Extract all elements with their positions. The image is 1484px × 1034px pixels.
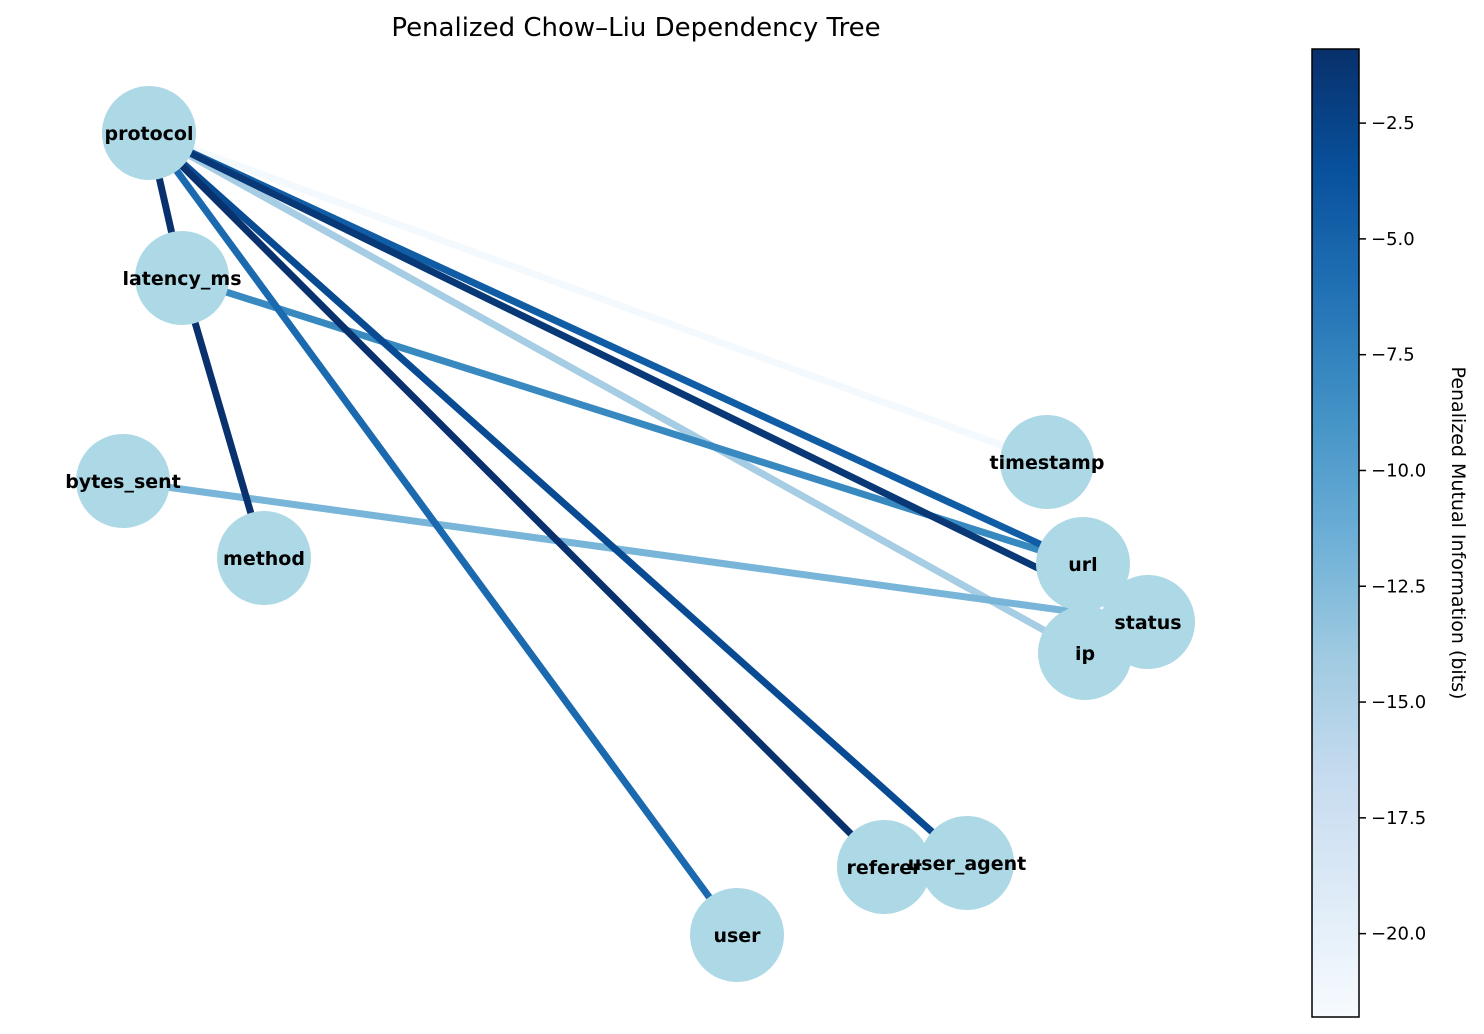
colorbar: −2.5 −5.0 −7.5 −10.0 −12.5 −15.0 −17.5 −20.0 Pe… [1311,48,1469,1018]
node-label-bytes_sent: bytes_sent [65,471,181,493]
node-label-ip: ip [1075,643,1095,665]
node-timestamp [1000,415,1094,509]
node-label-user_agent: user_agent [908,853,1027,875]
node-ip [1038,606,1132,700]
node-label-status: status [1114,612,1181,634]
node-method [217,511,311,605]
node-latency_ms [135,231,229,325]
node-label-url: url [1068,554,1097,576]
colorbar-label: Penalized Mutual Information (bits) [1447,367,1469,700]
node-protocol [102,86,196,180]
node-label-timestamp: timestamp [990,452,1105,474]
colorbar-tick-label: −2.5 [1371,113,1415,134]
edge-protocol-url [147,129,1085,568]
figure-title: Penalized Chow–Liu Dependency Tree [391,13,880,43]
edge-protocol-referer [146,130,887,870]
edge-latency_ms-method [178,277,268,559]
edge-protocol-user_agent [146,130,970,866]
colorbar-tick-label: −12.5 [1371,576,1426,597]
edges-layer [122,129,1150,938]
colorbar-tick-label: −15.0 [1371,692,1426,713]
colorbar-tick-label: −20.0 [1371,924,1426,945]
colorbar-gradient [1311,48,1360,1018]
node-user [690,888,784,982]
edge-protocol-status [147,129,1150,626]
node-label-referer: referer [846,857,922,879]
colorbar-tick-label: −17.5 [1371,808,1426,829]
node-referer [837,820,931,914]
node-label-protocol: protocol [105,123,194,145]
colorbar-tick-label: −5.0 [1371,229,1415,250]
node-url [1036,517,1130,611]
node-bytes_sent [76,434,170,528]
node-user_agent [920,816,1014,910]
colorbar-ticks: −2.5 −5.0 −7.5 −10.0 −12.5 −15.0 −17.5 −20.0 [1359,113,1426,945]
colorbar-tick-label: −10.0 [1371,460,1426,481]
colorbar-tick-label: −7.5 [1371,345,1415,366]
edge-protocol-timestamp [147,129,1049,466]
edge-bytes_sent-status [122,477,1149,626]
edge-protocol-user [146,130,740,938]
node-label-user: user [713,925,761,947]
node-label-latency_ms: latency_ms [122,268,241,290]
node-label-method: method [223,548,305,570]
edge-protocol-ip [147,129,1087,657]
